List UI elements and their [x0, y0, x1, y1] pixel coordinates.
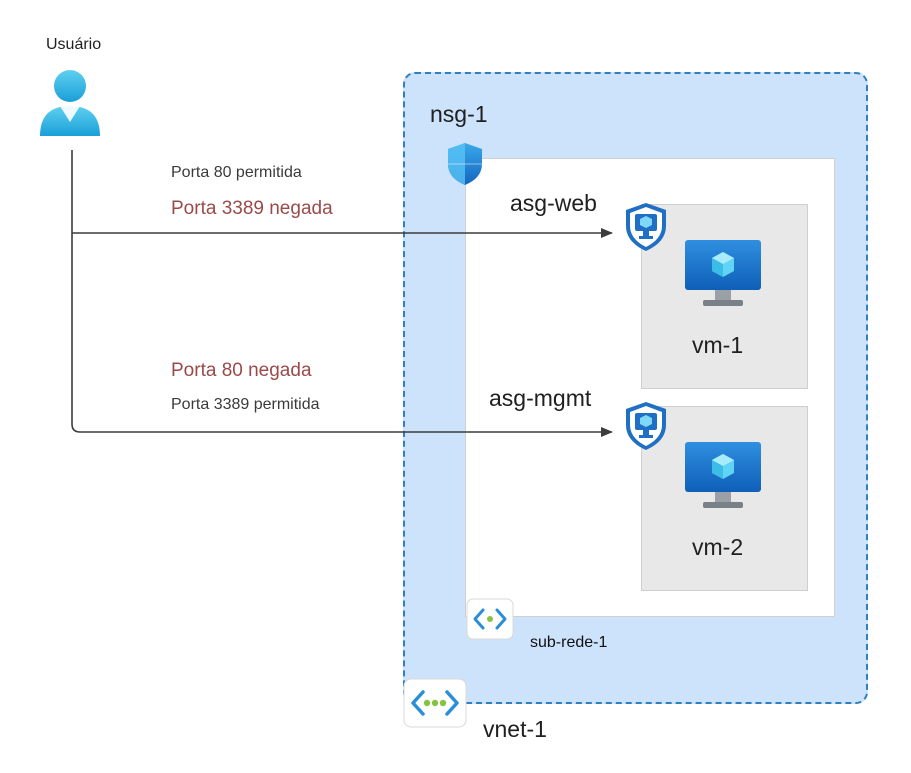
asg-web-label: asg-web — [510, 190, 597, 216]
shield-icon — [448, 143, 482, 185]
flow-1-allowed: Porta 80 permitida — [171, 164, 302, 181]
nsg-label: nsg-1 — [430, 101, 488, 127]
subnet-label: sub-rede-1 — [530, 634, 608, 651]
user-trunk-line — [71, 150, 613, 437]
vm-monitor-icon — [685, 240, 761, 306]
flow-2-allowed: Porta 3389 permitida — [171, 396, 320, 413]
flow-2-denied: Porta 80 negada — [171, 360, 312, 381]
vm-2-label: vm-2 — [692, 534, 744, 560]
user-label: Usuário — [46, 36, 102, 53]
asg-shield-icon — [626, 402, 666, 450]
user-icon — [40, 70, 100, 136]
subnet-icon — [466, 598, 514, 640]
flow-1-denied: Porta 3389 negada — [171, 198, 333, 219]
vm-1-label: vm-1 — [692, 332, 744, 358]
vnet-label: vnet-1 — [483, 716, 547, 742]
asg-mgmt-label: asg-mgmt — [489, 385, 592, 411]
vm-monitor-icon — [685, 442, 761, 508]
vnet-icon — [403, 678, 467, 728]
asg-shield-icon — [626, 203, 666, 251]
